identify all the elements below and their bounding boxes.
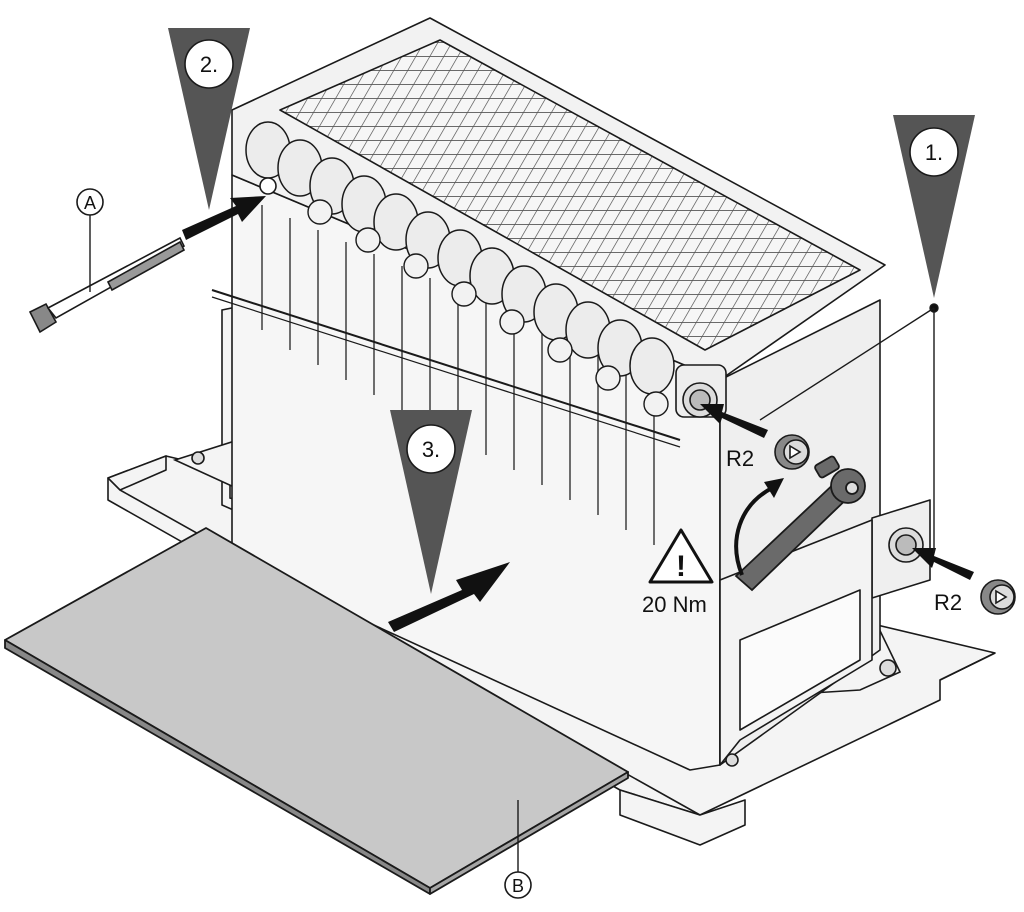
wrench-icon: [734, 455, 866, 592]
warning-triangle-icon: !: [648, 528, 714, 584]
arrow-icon: [700, 404, 974, 580]
plug-r2-upper: [774, 434, 810, 470]
step-1-leader-lines: [759, 303, 939, 552]
torque-label: 20 Nm: [642, 592, 707, 617]
cover-plate-b: [4, 527, 629, 895]
warning-glyph: !: [676, 550, 686, 583]
heat-exchanger-body: [191, 17, 931, 771]
plug-lower-label: R2: [934, 590, 962, 615]
step-2-label: 2.: [200, 52, 218, 77]
step-marker-1: 1.: [893, 115, 975, 298]
callout-a-label: A: [84, 193, 96, 213]
plug-r2-lower: [980, 579, 1016, 615]
arrow-icon: [388, 562, 510, 632]
rotation-arrow-icon: [734, 478, 784, 576]
callout-a: A: [76, 188, 104, 292]
step-marker-2: 2.: [168, 28, 250, 210]
step-1-label: 1.: [925, 140, 943, 165]
arrow-icon: [182, 196, 266, 240]
sensor-rod-a: [28, 236, 186, 334]
step-3-label: 3.: [422, 437, 440, 462]
plug-upper-label: R2: [726, 446, 754, 471]
callout-b: B: [504, 800, 532, 899]
callout-b-label: B: [512, 876, 524, 896]
step-marker-3: 3.: [390, 410, 472, 594]
